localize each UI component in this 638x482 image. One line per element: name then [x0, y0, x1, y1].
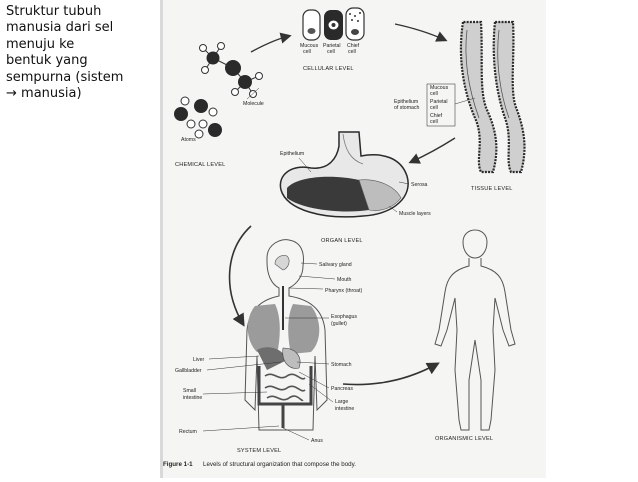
tissue-callout-box — [426, 83, 456, 127]
liver-label: Liver — [193, 357, 205, 363]
small-intestine-label-2: intestine — [183, 395, 202, 401]
figure-caption: Levels of structural organization that c… — [203, 461, 356, 468]
tissue-mucous-cell-label-1: Mucous — [430, 85, 449, 91]
epithelium-of-stomach-label-2: of stomach — [394, 105, 419, 111]
salivary-gland-label: Salivary gland — [319, 262, 352, 268]
pharynx-label: Pharynx (throat) — [325, 288, 362, 294]
chemical-level-illustration: Atoms Molecule CHEMICAL LEVEL — [174, 42, 264, 168]
anus-label: Anus — [311, 438, 323, 444]
parietal-cell-label-1: Parietal — [323, 43, 341, 49]
organismic-level-label: ORGANISMIC LEVEL — [435, 436, 493, 442]
cellular-level-illustration: Mucous cell Parietal cell Chief cell CEL… — [300, 7, 365, 72]
figure-illustration: Atoms Molecule CHEMICAL LEVEL Mucous cel… — [163, 0, 546, 478]
stomach-label: Stomach — [331, 362, 352, 368]
chemical-level-label: CHEMICAL LEVEL — [175, 162, 225, 168]
caption-line-1: Struktur tubuh — [6, 4, 102, 19]
arrow-chemical-to-cellular — [250, 32, 292, 53]
parietal-cell-label-2: cell — [327, 49, 335, 55]
tissue-chief-cell-label-2: cell — [430, 119, 438, 125]
arrow-system-to-organismic — [342, 362, 440, 386]
atoms-label: Atoms — [181, 137, 196, 143]
caption-line-2: manusia dari sel — [6, 20, 114, 36]
arrow-cellular-to-tissue — [394, 23, 448, 42]
tissue-mucous-cell-label-2: cell — [430, 91, 438, 97]
serosa-label: Serosa — [411, 182, 428, 188]
chief-cell-label-1: Chief — [347, 43, 360, 49]
small-intestine-label-1: Small — [183, 388, 196, 394]
arrow-tissue-to-organ — [408, 137, 456, 164]
organ-level-illustration — [279, 131, 409, 218]
figure-number: Figure 1-1 — [163, 461, 193, 468]
panel-divider — [160, 0, 163, 478]
caption-line-6-text: manusia) — [21, 86, 82, 102]
molecule-label: Molecule — [243, 101, 264, 107]
pancreas-label: Pancreas — [331, 386, 353, 392]
tissue-level-label: TISSUE LEVEL — [471, 186, 513, 192]
cellular-level-label: CELLULAR LEVEL — [303, 66, 354, 72]
chief-cell-label-2: cell — [348, 49, 356, 55]
muscle-layers-label: Muscle layers — [399, 211, 431, 217]
rectum-label: Rectum — [179, 429, 197, 435]
levels-of-organization-figure: Atoms Molecule CHEMICAL LEVEL Mucous cel… — [163, 0, 546, 478]
molecule-cluster-top — [199, 42, 263, 98]
mucous-cell-label-2: cell — [303, 49, 311, 55]
arrow-right-icon: → — [6, 86, 17, 102]
caption-line-5: sempurna (sistem — [6, 69, 124, 85]
mucous-cell-label-1: Mucous — [300, 43, 319, 49]
mouth-label: Mouth — [337, 277, 352, 283]
epithelium-label: Epithelium — [280, 151, 304, 157]
caption-line-6: → manusia) — [6, 86, 156, 102]
system-level-label: SYSTEM LEVEL — [237, 448, 281, 454]
tissue-level-illustration — [459, 20, 526, 174]
arrow-organ-to-system — [228, 225, 252, 327]
large-intestine-label-2: intestine — [335, 406, 354, 412]
organismic-level-illustration — [434, 229, 516, 431]
slide-caption: Struktur tubuh manusia dari sel menuju k… — [6, 4, 156, 102]
tissue-parietal-cell-label-2: cell — [430, 105, 438, 111]
large-intestine-label-1: Large — [335, 399, 348, 405]
organ-level-label: ORGAN LEVEL — [321, 238, 363, 244]
system-level-illustration — [244, 239, 328, 431]
caption-line-3: menuju ke — [6, 36, 75, 52]
caption-line-4: bentuk yang — [6, 53, 88, 69]
mucous-cell — [302, 9, 321, 41]
gallbladder-label: Gallbladder — [175, 368, 202, 374]
atoms-cluster — [174, 96, 222, 139]
parietal-cell — [324, 10, 343, 40]
epithelium-of-stomach-label-1: Epithelium — [394, 99, 418, 105]
tissue-parietal-cell-label-1: Parietal — [430, 99, 448, 105]
esophagus-label-2: (gullet) — [331, 321, 347, 327]
chief-cell — [345, 7, 365, 41]
esophagus-label-1: Esophagus — [331, 314, 357, 320]
tissue-chief-cell-label-1: Chief — [430, 113, 443, 119]
